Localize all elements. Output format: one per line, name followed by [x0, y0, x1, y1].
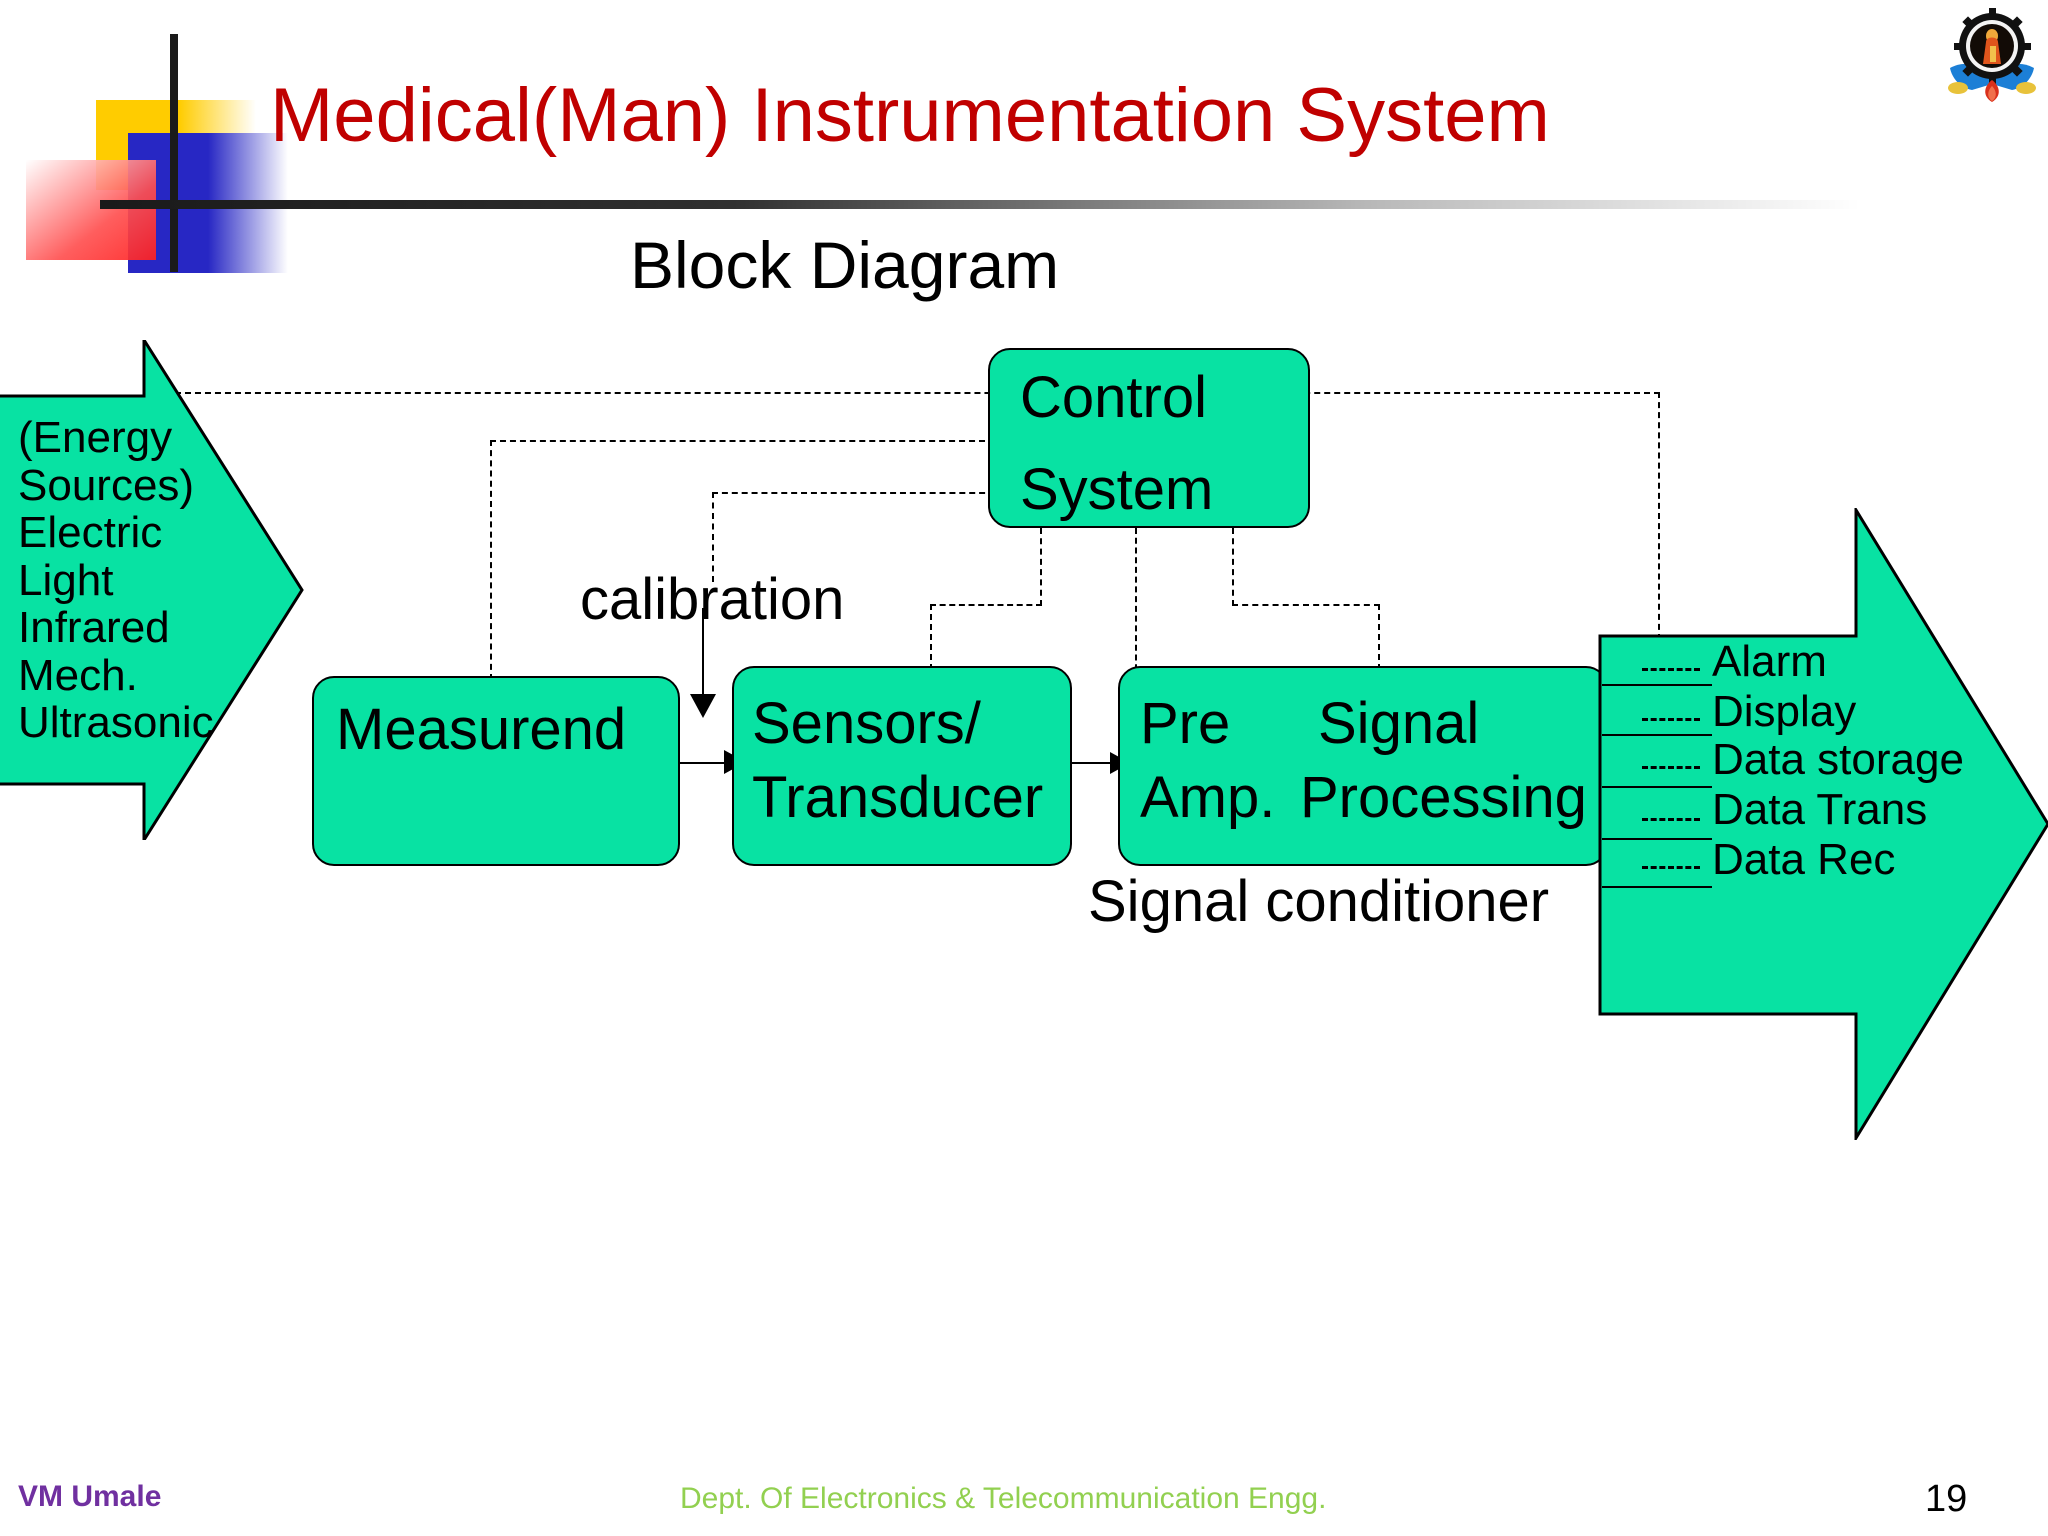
connector-v-cs-b2 — [1135, 528, 1137, 680]
institute-logo-icon — [1946, 6, 2038, 114]
block-measurend-label: Measurend — [336, 697, 627, 762]
output-rule-1 — [1602, 734, 1712, 736]
block-preamp-line1: Pre — [1140, 691, 1231, 756]
output-rule-2 — [1602, 786, 1712, 788]
decor-red-square — [26, 160, 156, 260]
connector-v-cs-b3 — [1232, 528, 1234, 606]
connector-v-cs-b3b — [1378, 604, 1380, 690]
block-sensors-transducer[interactable] — [732, 666, 1072, 866]
energy-line-5: Mech. — [18, 650, 138, 700]
energy-line-3: Light — [18, 555, 114, 605]
output-dash-2 — [1642, 766, 1700, 769]
output-rule-0 — [1602, 684, 1712, 686]
connector-h-cs-b1 — [930, 604, 1042, 606]
output-arrow — [1598, 508, 2048, 1140]
block-sensors-line2: Transducer — [752, 765, 1044, 830]
output-dash-1 — [1642, 718, 1700, 721]
block-sensors-line1: Sensors/ — [752, 691, 981, 756]
arrow-sensors-to-preamp — [1072, 762, 1120, 764]
energy-line-0: (Energy — [18, 413, 173, 462]
output-item-data-storage: Data storage — [1712, 735, 1964, 784]
energy-line-4: Infrared — [18, 603, 170, 653]
energy-line-1: Sources) — [18, 460, 195, 510]
block-measurend[interactable] — [312, 676, 680, 866]
footer-department: Dept. Of Electronics & Telecommunication… — [680, 1482, 1327, 1515]
connector-v-calibration — [712, 492, 714, 582]
connector-v-measurend — [490, 440, 492, 680]
output-dash-4 — [1642, 866, 1700, 869]
output-dash-3 — [1642, 818, 1700, 821]
output-rule-4 — [1602, 886, 1712, 888]
footer-page-number: 19 — [1925, 1478, 1968, 1520]
block-control-system-line2: System — [1020, 457, 1214, 522]
block-signal-conditioner[interactable] — [1118, 666, 1608, 866]
output-item-display: Display — [1712, 687, 1857, 736]
output-item-alarm: Alarm — [1712, 637, 1827, 686]
block-preamp-line2: Amp. — [1140, 765, 1276, 830]
decor-horizontal-rule — [100, 200, 1860, 209]
block-signalproc-line2-clip: Processing — [1300, 768, 1610, 840]
footer-author: VM Umale — [18, 1480, 162, 1513]
label-signal-conditioner: Signal conditioner — [1088, 869, 1550, 934]
energy-line-2: Electric — [18, 508, 163, 558]
connector-h-top-outer — [155, 392, 1660, 394]
energy-line-6: Ultrasonic — [18, 698, 214, 748]
page-title: Medical(Man) Instrumentation System — [270, 73, 1550, 158]
connector-h-cs-b3 — [1232, 604, 1380, 606]
connector-h-calibration — [712, 492, 995, 494]
block-control-system-line1: Control — [1020, 365, 1207, 430]
output-rule-3 — [1602, 838, 1712, 840]
connector-h-measurend — [490, 440, 995, 442]
block-control-system[interactable] — [988, 348, 1310, 528]
connector-v-cs-b1b — [930, 604, 932, 690]
calibration-arrow-head — [690, 694, 716, 718]
energy-sources-arrow — [0, 340, 306, 840]
connector-v-cs-b1 — [1040, 528, 1042, 606]
calibration-arrow-shaft — [702, 608, 704, 708]
output-item-data-rec: Data Rec — [1712, 835, 1896, 884]
arrow-measurend-to-sensors — [680, 762, 732, 764]
label-calibration: calibration — [580, 567, 845, 632]
block-signalproc-line2: Processing — [1300, 768, 1587, 830]
output-item-data-trans: Data Trans — [1712, 785, 1928, 834]
decor-vertical-rule — [170, 34, 178, 272]
page-subtitle: Block Diagram — [630, 228, 1060, 302]
block-signalproc-line1: Signal — [1318, 691, 1480, 756]
connector-v-right-outer — [1658, 392, 1660, 640]
energy-sources-text: (Energy Sources) Electric Light Infrared… — [18, 414, 214, 747]
output-dash-0 — [1642, 668, 1700, 671]
